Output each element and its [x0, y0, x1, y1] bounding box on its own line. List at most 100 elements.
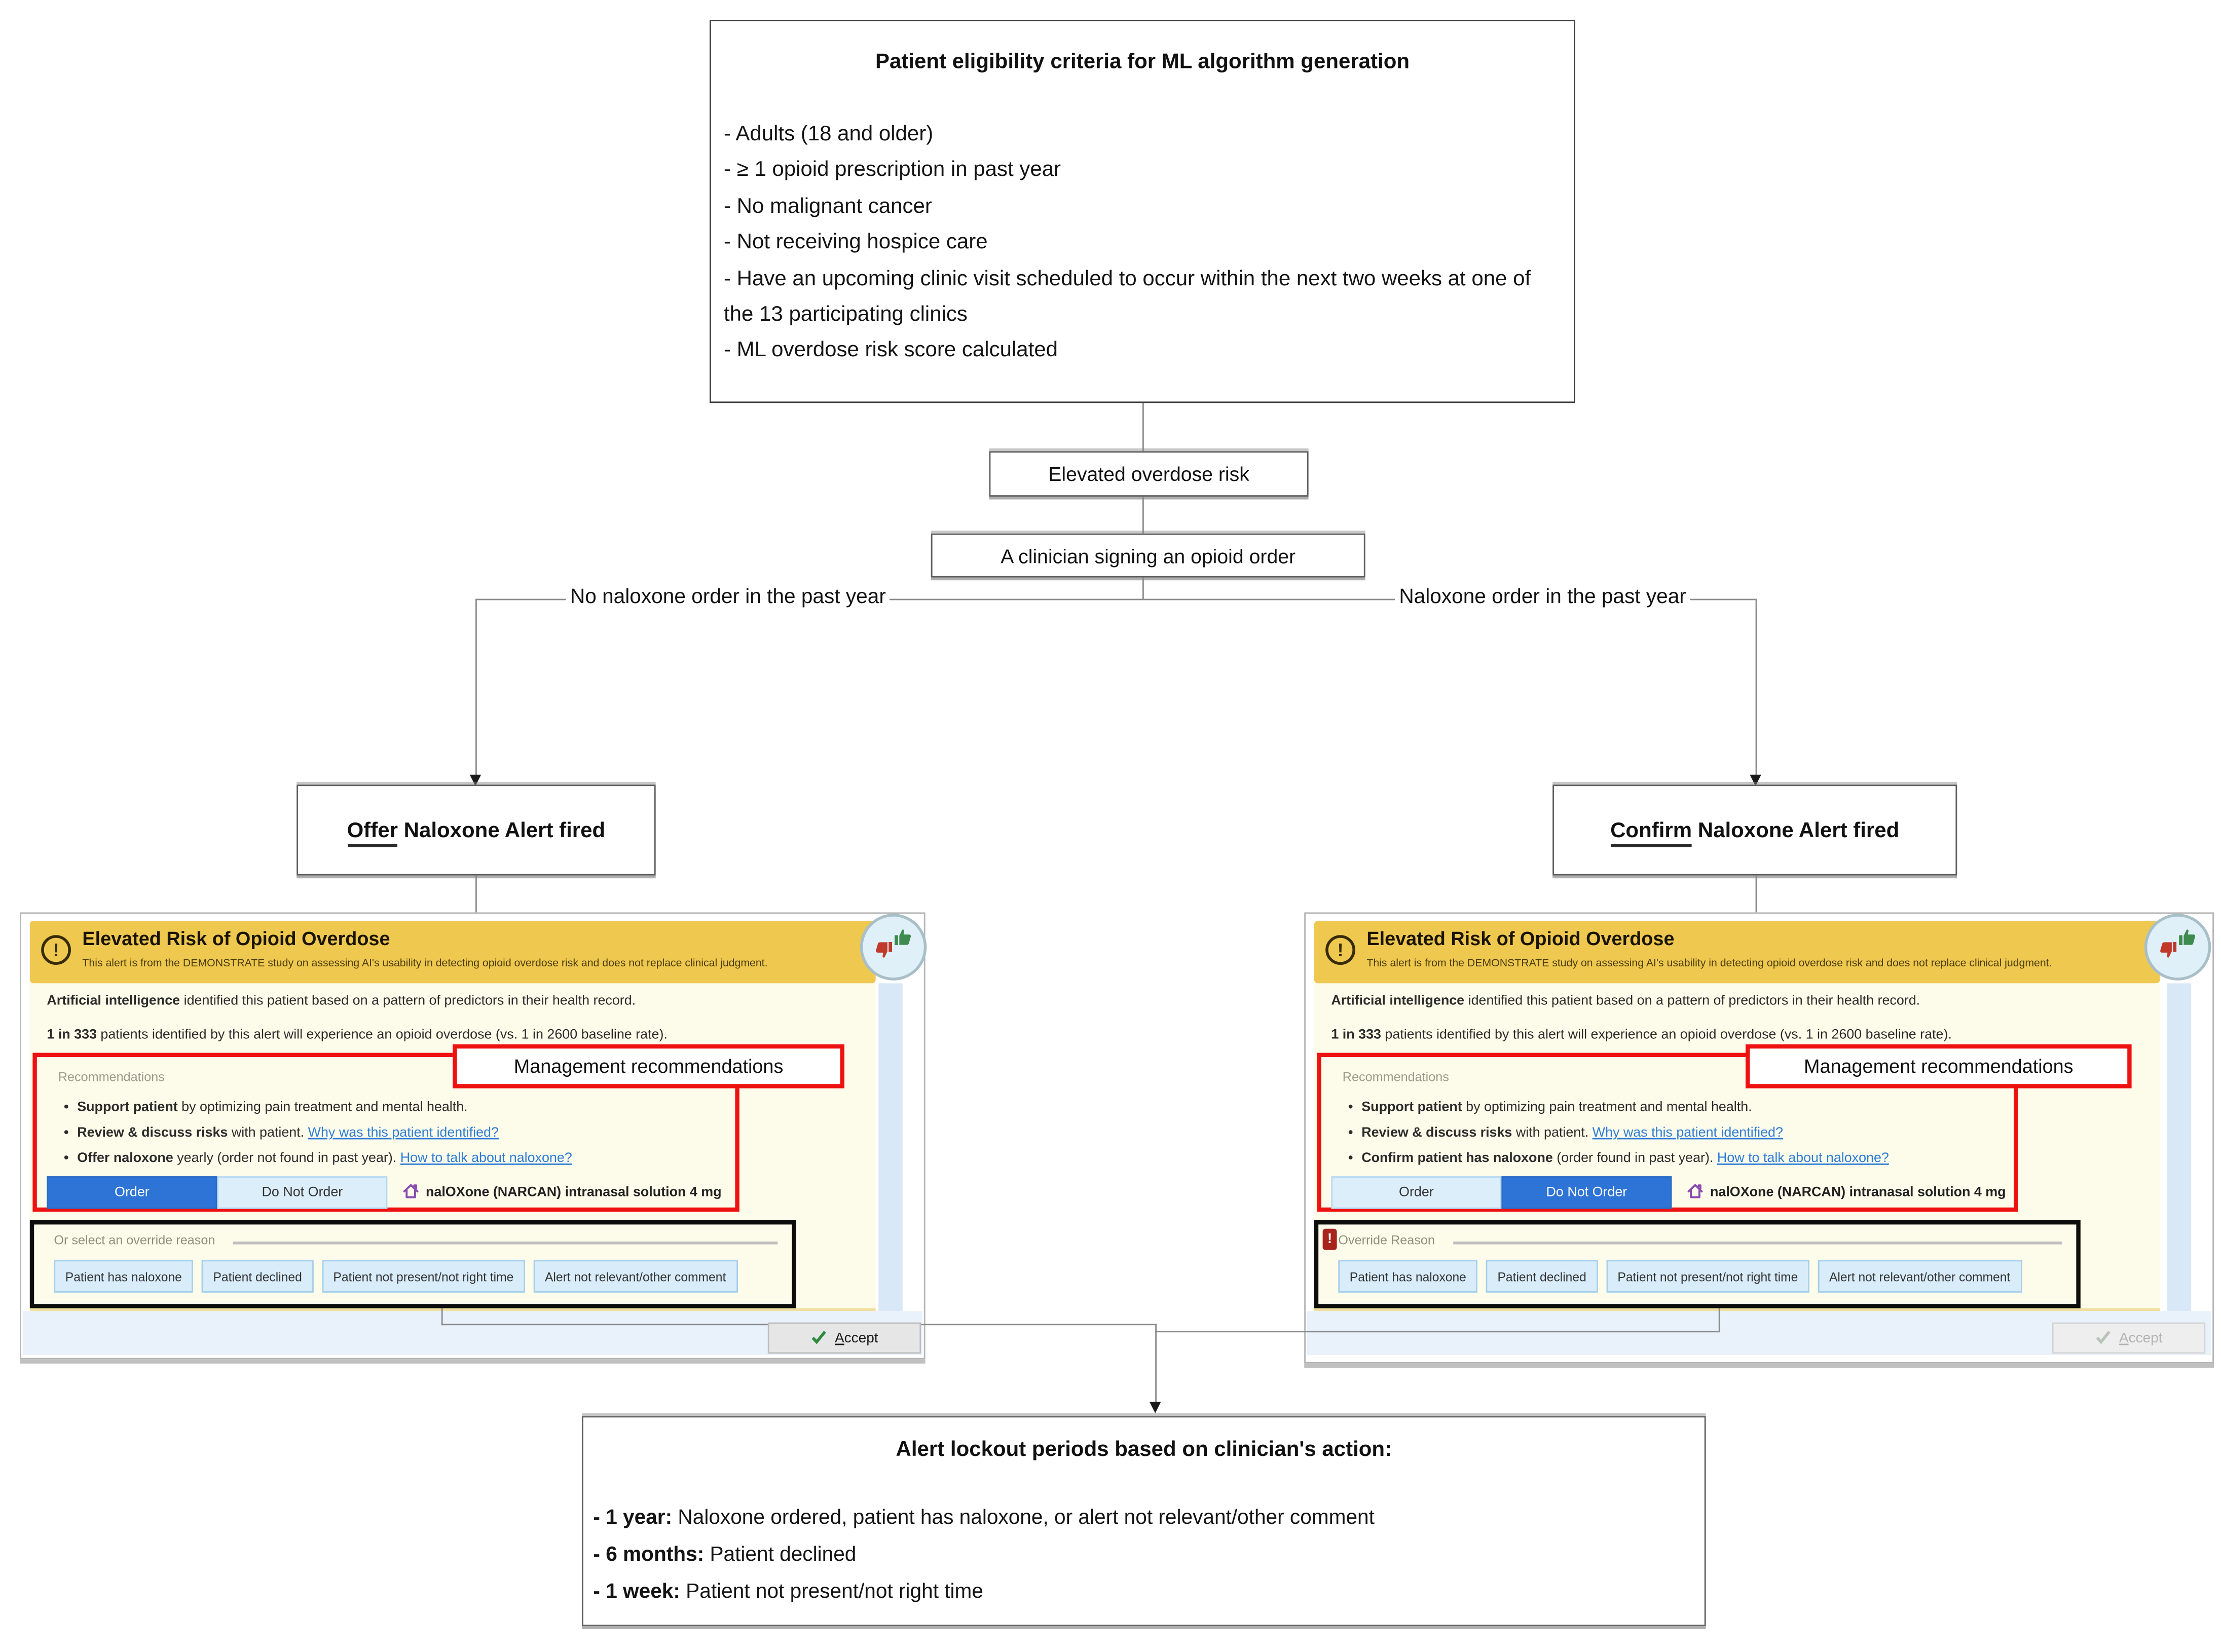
scrollbar-strip	[878, 983, 903, 1311]
confirm-alert-screenshot: ! Elevated Risk of Opioid Overdose This …	[1304, 912, 2214, 1364]
lockout-periods-box: Alert lockout periods based on clinician…	[582, 1416, 1706, 1626]
scrollbar-strip	[2167, 983, 2192, 1311]
override-option-button[interactable]: Alert not relevant/other comment	[533, 1260, 737, 1293]
offer-alert-fired-box: Offer Naloxone Alert fired	[297, 784, 656, 876]
medication-order-line: nalOXone (NARCAN) intranasal solution 4 …	[1686, 1176, 2006, 1209]
connector-line	[440, 1306, 443, 1326]
override-option-button[interactable]: Patient declined	[1486, 1260, 1598, 1293]
arrowhead-icon	[469, 774, 480, 786]
connector-line	[474, 598, 477, 778]
clinician-order-label: A clinician signing an opioid order	[1001, 544, 1296, 567]
order-button[interactable]: Order	[47, 1176, 217, 1209]
home-icon	[401, 1181, 420, 1204]
medication-order-line: nalOXone (NARCAN) intranasal solution 4 …	[401, 1176, 722, 1209]
thumbs-up-icon[interactable]	[2177, 926, 2198, 955]
connector-line	[1154, 1323, 1157, 1404]
accept-button-disabled[interactable]: Accept	[2052, 1322, 2206, 1354]
feedback-widget	[2144, 914, 2211, 981]
override-option-button[interactable]: Patient not present/not right time	[321, 1260, 525, 1293]
risk-stat-line: 1 in 333 patients identified by this ale…	[47, 1027, 668, 1043]
connector-line	[1141, 497, 1144, 534]
order-button[interactable]: Order	[1331, 1176, 1502, 1209]
warning-circle-icon: !	[1325, 935, 1355, 965]
connector-line	[1141, 577, 1144, 600]
why-identified-link[interactable]: Why was this patient identified?	[308, 1125, 499, 1141]
alert-body	[1314, 983, 2160, 1311]
connector-line	[1755, 875, 1757, 913]
how-to-talk-link[interactable]: How to talk about naloxone?	[400, 1150, 572, 1167]
lockout-line: - 1 year: Naloxone ordered, patient has …	[593, 1507, 1375, 1530]
thumbs-down-icon[interactable]	[873, 940, 894, 968]
elevated-risk-box: Elevated overdose risk	[989, 451, 1309, 497]
override-options-row: Patient has naloxone Patient declined Pa…	[1338, 1260, 2022, 1293]
confirm-underlined-word: Confirm	[1610, 818, 1692, 847]
offer-rest: Naloxone Alert fired	[397, 818, 606, 842]
ai-intro-line: Artificial intelligence identified this …	[1331, 993, 1920, 1009]
override-option-button[interactable]: Patient has naloxone	[54, 1260, 194, 1293]
thumbs-up-icon[interactable]	[893, 926, 914, 955]
arrowhead-icon	[1149, 1402, 1160, 1413]
connector-line	[474, 875, 477, 913]
connector-line	[1755, 598, 1757, 778]
home-icon	[1686, 1181, 1704, 1204]
recommendation-bullet: Support patient by optimizing pain treat…	[64, 1100, 468, 1115]
recommendations-annotation-box	[32, 1053, 739, 1212]
do-not-order-button[interactable]: Do Not Order	[1501, 1176, 1672, 1209]
recommendation-bullet: Review & discuss risks with patient. Why…	[1348, 1125, 1783, 1141]
eligibility-item: - No malignant cancer	[724, 194, 932, 218]
how-to-talk-link[interactable]: How to talk about naloxone?	[1717, 1150, 1889, 1167]
arrowhead-icon	[1749, 774, 1761, 786]
eligibility-item: - ML overdose risk score calculated	[724, 338, 1058, 363]
lockout-line: - 1 week: Patient not present/not right …	[593, 1580, 983, 1603]
lockout-list: - 1 year: Naloxone ordered, patient has …	[593, 1501, 1693, 1611]
warning-circle-icon: !	[41, 935, 71, 965]
override-option-button[interactable]: Patient declined	[202, 1260, 314, 1293]
branch-label-right: Naloxone order in the past year	[1394, 586, 1691, 609]
recommendations-label: Recommendations	[58, 1070, 165, 1084]
check-icon	[810, 1327, 828, 1348]
elevated-risk-label: Elevated overdose risk	[1048, 462, 1249, 485]
recommendations-label: Recommendations	[1342, 1070, 1449, 1084]
confirm-alert-fired-box: Confirm Naloxone Alert fired	[1552, 784, 1957, 876]
override-reason-annotation-box: Or select an override reason Patient has…	[29, 1220, 796, 1308]
alert-subtitle: This alert is from the DEMONSTRATE study…	[82, 956, 768, 969]
why-identified-link[interactable]: Why was this patient identified?	[1592, 1125, 1783, 1141]
thumbs-down-icon[interactable]	[2157, 940, 2178, 968]
branch-line	[475, 598, 1756, 601]
risk-stat-line: 1 in 333 patients identified by this ale…	[1331, 1027, 1952, 1043]
required-alert-icon: !	[1322, 1228, 1337, 1250]
feedback-widget	[860, 914, 927, 981]
alert-title: Elevated Risk of Opioid Overdose	[82, 928, 390, 950]
management-recommendations-annotation: Management recommendations	[453, 1044, 844, 1088]
check-icon	[2095, 1327, 2112, 1348]
alert-header-banner: ! Elevated Risk of Opioid Overdose This …	[29, 921, 876, 984]
override-section-label: Or select an override reason	[54, 1233, 215, 1248]
clinician-order-box: A clinician signing an opioid order	[931, 533, 1365, 578]
alert-title: Elevated Risk of Opioid Overdose	[1366, 928, 1675, 950]
lockout-title: Alert lockout periods based on clinician…	[896, 1437, 1392, 1461]
connector-line	[1718, 1306, 1720, 1333]
override-option-button[interactable]: Patient has naloxone	[1338, 1260, 1478, 1293]
eligibility-item: - Not receiving hospice care	[724, 230, 988, 254]
recommendation-bullet: Support patient by optimizing pain treat…	[1348, 1100, 1752, 1115]
eligibility-item: - Adults (18 and older)	[724, 122, 934, 146]
accept-button[interactable]: Accept	[767, 1322, 921, 1354]
override-section-label: Override Reason	[1338, 1233, 1435, 1248]
ai-intro-line: Artificial intelligence identified this …	[47, 993, 636, 1009]
recommendation-bullet: Confirm patient has naloxone (order foun…	[1348, 1151, 1889, 1167]
branch-label-left: No naloxone order in the past year	[566, 586, 891, 609]
recommendation-bullet: Review & discuss risks with patient. Why…	[64, 1125, 499, 1141]
eligibility-item: - ≥ 1 opioid prescription in past year	[724, 158, 1061, 182]
section-rule	[1453, 1242, 2062, 1244]
do-not-order-button[interactable]: Do Not Order	[217, 1176, 388, 1209]
override-options-row: Patient has naloxone Patient declined Pa…	[54, 1260, 737, 1293]
override-option-button[interactable]: Patient not present/not right time	[1606, 1260, 1809, 1293]
eligibility-criteria-box: Patient eligibility criteria for ML algo…	[710, 20, 1575, 403]
override-option-button[interactable]: Alert not relevant/other comment	[1818, 1260, 2022, 1293]
alert-subtitle: This alert is from the DEMONSTRATE study…	[1366, 956, 2052, 969]
management-recommendations-annotation: Management recommendations	[1746, 1044, 2132, 1088]
recommendations-annotation-box	[1317, 1053, 2018, 1212]
alert-body	[29, 983, 876, 1311]
confirm-rest: Naloxone Alert fired	[1692, 818, 1900, 842]
